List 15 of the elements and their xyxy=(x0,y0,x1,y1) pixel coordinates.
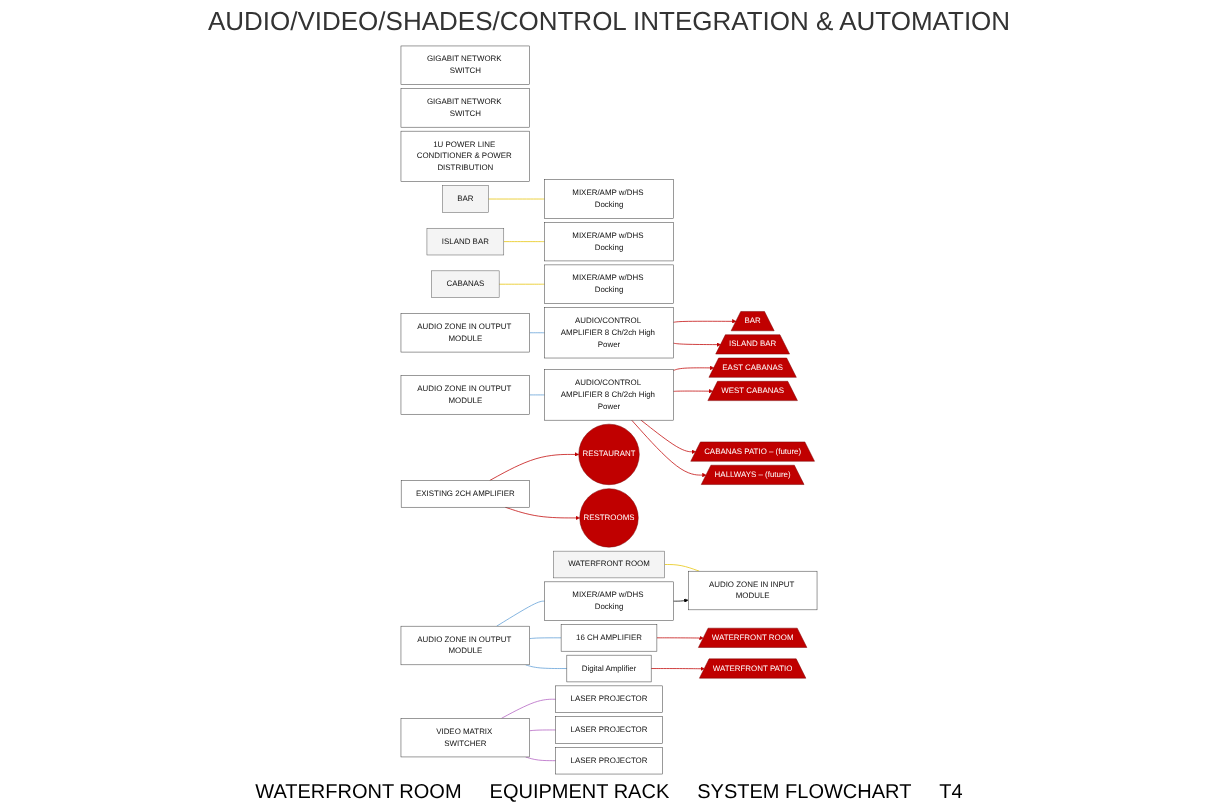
connector xyxy=(529,394,545,396)
connector xyxy=(529,637,562,639)
connector xyxy=(496,600,545,627)
diagram-title: AUDIO/VIDEO/SHADES/CONTROL INTEGRATION & AUTOMATION xyxy=(205,6,1013,36)
connector xyxy=(525,664,568,669)
connector xyxy=(529,332,545,334)
connector xyxy=(664,564,700,572)
connector xyxy=(525,756,557,762)
note-text: T4 xyxy=(939,782,963,804)
connector xyxy=(503,241,545,242)
connector xyxy=(501,698,557,719)
note-text: SYSTEM FLOWCHART xyxy=(697,782,912,804)
note-text: WATERFRONT ROOM xyxy=(255,782,462,804)
note-text: EQUIPMENT RACK xyxy=(489,782,670,804)
connector xyxy=(529,729,557,732)
